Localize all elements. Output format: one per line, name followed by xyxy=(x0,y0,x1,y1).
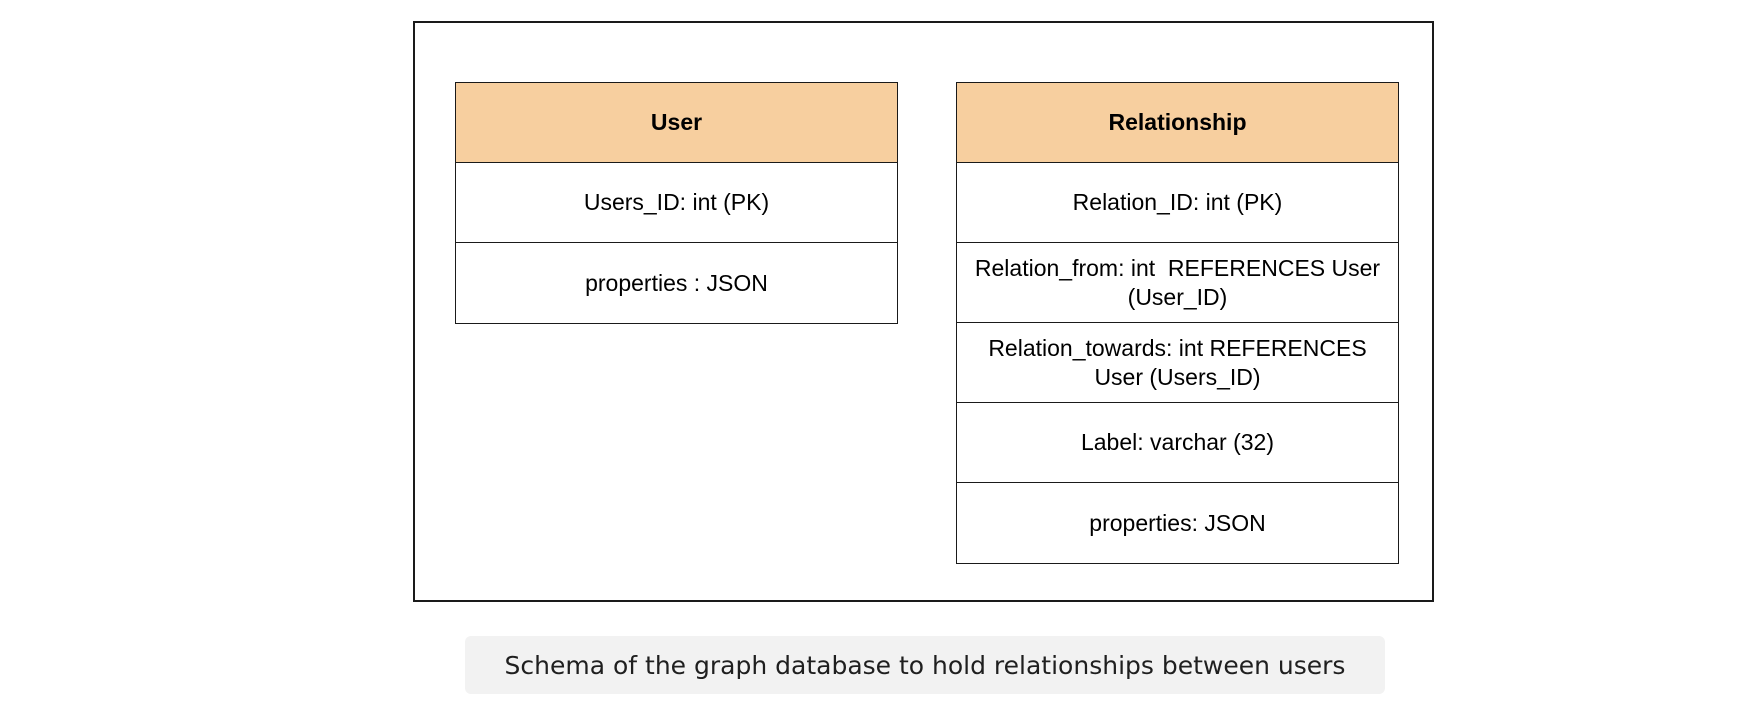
entity-user-header: User xyxy=(456,83,897,163)
entity-relationship-header: Relationship xyxy=(957,83,1398,163)
entity-relationship-field: Label: varchar (32) xyxy=(957,403,1398,483)
entity-user-field: properties : JSON xyxy=(585,269,768,296)
entity-relationship-field: Relation_towards: int REFERENCES User (U… xyxy=(957,323,1398,403)
entity-relationship-field: properties: JSON xyxy=(1089,509,1266,536)
entity-user: User Users_ID: int (PK) properties : JSO… xyxy=(455,82,898,324)
diagram-frame: User Users_ID: int (PK) properties : JSO… xyxy=(413,21,1434,602)
entity-user-field: Users_ID: int (PK) xyxy=(456,163,897,243)
entity-relationship-field: Relation_ID: int (PK) xyxy=(957,163,1398,243)
entity-relationship: Relationship Relation_ID: int (PK) Relat… xyxy=(956,82,1399,564)
entity-relationship-field: Relation_from: int REFERENCES User (User… xyxy=(957,243,1398,323)
figure-caption: Schema of the graph database to hold rel… xyxy=(465,636,1385,694)
